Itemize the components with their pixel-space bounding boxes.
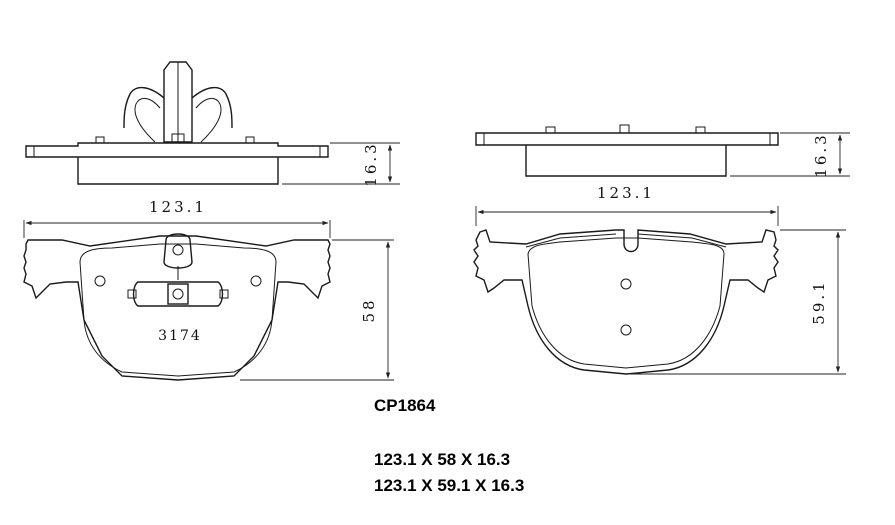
right-width-dimension: 123.1 (475, 184, 779, 226)
left-height-label: 58 (360, 297, 378, 322)
left-thickness-label: 16.3 (362, 141, 380, 186)
left-height-dimension: 58 (240, 239, 394, 381)
dimensions-left-pad: 123.1 X 58 X 16.3 (374, 450, 511, 469)
left-pad-front-view: 3174 (23, 233, 331, 381)
right-thickness-dimension: 16.3 (730, 132, 850, 178)
right-height-dimension: 59.1 (630, 229, 846, 375)
right-thickness-label: 16.3 (812, 132, 830, 177)
right-pad-side-view (475, 124, 779, 177)
left-width-dimension: 123.1 (23, 198, 331, 238)
right-width-label: 123.1 (597, 184, 655, 202)
part-number: CP1864 (374, 396, 436, 415)
left-pad-side-view (25, 61, 329, 185)
dimensions-right-pad: 123.1 X 59.1 X 16.3 (374, 476, 525, 495)
left-thickness-dimension: 16.3 (282, 141, 400, 187)
right-height-label: 59.1 (810, 279, 828, 324)
right-pad-front-view (473, 229, 779, 375)
left-width-label: 123.1 (149, 198, 207, 216)
left-pad-stamp: 3174 (158, 328, 202, 344)
